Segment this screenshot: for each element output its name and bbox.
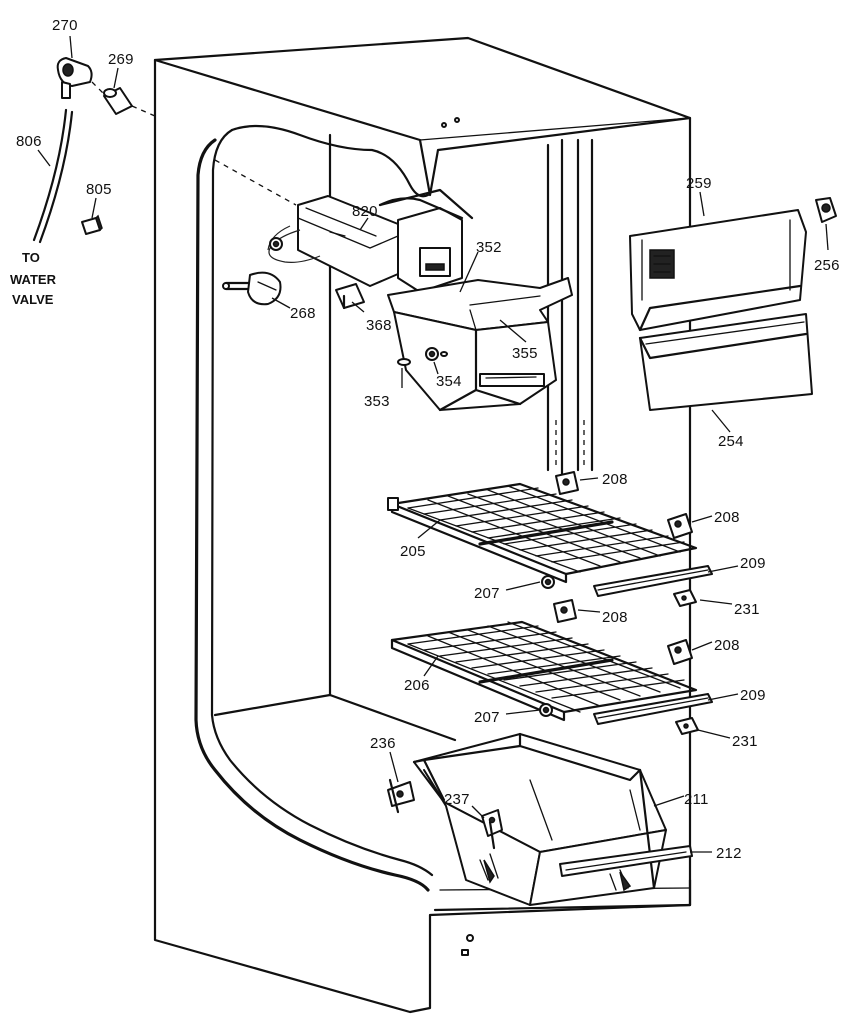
fitting-dashed-line xyxy=(91,81,105,95)
label-231-b: 231 xyxy=(732,733,758,750)
stud-207-b xyxy=(539,703,553,717)
pan-support-237 xyxy=(481,809,503,850)
label-354: 354 xyxy=(436,373,462,390)
label-valve: VALVE xyxy=(12,292,54,307)
icemaker-820 xyxy=(267,188,474,293)
screw-354 xyxy=(425,347,448,361)
shelf-bracket-208-c xyxy=(553,599,577,623)
spacer-353 xyxy=(397,358,411,366)
label-209-b: 209 xyxy=(740,687,766,704)
label-water: WATER xyxy=(10,272,57,287)
label-269: 269 xyxy=(108,51,134,68)
shelf-bracket-208-b xyxy=(667,513,693,539)
label-212: 212 xyxy=(716,845,742,862)
label-355: 355 xyxy=(512,345,538,362)
cabinet xyxy=(153,36,692,1014)
stud-207-a xyxy=(541,575,555,589)
bracket-368 xyxy=(335,283,365,310)
door-panel-254 xyxy=(638,313,813,411)
water-tube-806 xyxy=(32,108,74,244)
tube-insert-269 xyxy=(103,87,133,115)
label-236: 236 xyxy=(370,735,396,752)
label-208-c: 208 xyxy=(602,609,628,626)
label-208-a: 208 xyxy=(602,471,628,488)
icemaker-dashed-line xyxy=(214,159,297,206)
clip-231-a xyxy=(673,589,697,607)
pan-handle-212 xyxy=(559,845,693,877)
label-256: 256 xyxy=(814,257,840,274)
pan-support-236 xyxy=(387,778,415,814)
clip-256 xyxy=(815,197,837,223)
label-207-a: 207 xyxy=(474,585,500,602)
ice-bucket-352 xyxy=(387,277,573,412)
wire-shelf-205 xyxy=(387,482,698,584)
label-205: 205 xyxy=(400,543,426,560)
label-352: 352 xyxy=(476,239,502,256)
label-237: 237 xyxy=(444,791,470,808)
label-231-a: 231 xyxy=(734,601,760,618)
label-254: 254 xyxy=(718,433,744,450)
label-820: 820 xyxy=(352,203,378,220)
shelf-cover-259 xyxy=(629,209,807,332)
callout-labels: 270 269 806 805 TO WATER VALVE 820 352 3… xyxy=(10,17,840,862)
label-209-a: 209 xyxy=(740,555,766,572)
label-208-d: 208 xyxy=(714,637,740,654)
label-to: TO xyxy=(22,250,40,265)
fill-cup-268 xyxy=(222,271,282,306)
clip-805 xyxy=(81,214,103,235)
label-207-b: 207 xyxy=(474,709,500,726)
water-fitting-270 xyxy=(56,57,93,99)
shelf-trim-209-a xyxy=(593,565,713,597)
label-368: 368 xyxy=(366,317,392,334)
label-268: 268 xyxy=(290,305,316,322)
clip-231-b xyxy=(675,717,699,735)
label-270: 270 xyxy=(52,17,78,34)
tube-dashed-line xyxy=(131,105,156,117)
label-259: 259 xyxy=(686,175,712,192)
crisper-pan-211 xyxy=(412,732,667,906)
shelf-bracket-208-a xyxy=(555,471,579,495)
leader-lines xyxy=(37,35,829,853)
shelf-trim-209-b xyxy=(593,693,713,725)
label-805: 805 xyxy=(86,181,112,198)
label-353: 353 xyxy=(364,393,390,410)
label-206: 206 xyxy=(404,677,430,694)
label-806: 806 xyxy=(16,133,42,150)
label-208-b: 208 xyxy=(714,509,740,526)
shelf-bracket-208-d xyxy=(667,639,693,665)
wire-shelf-206 xyxy=(390,620,698,722)
label-211: 211 xyxy=(684,791,709,808)
